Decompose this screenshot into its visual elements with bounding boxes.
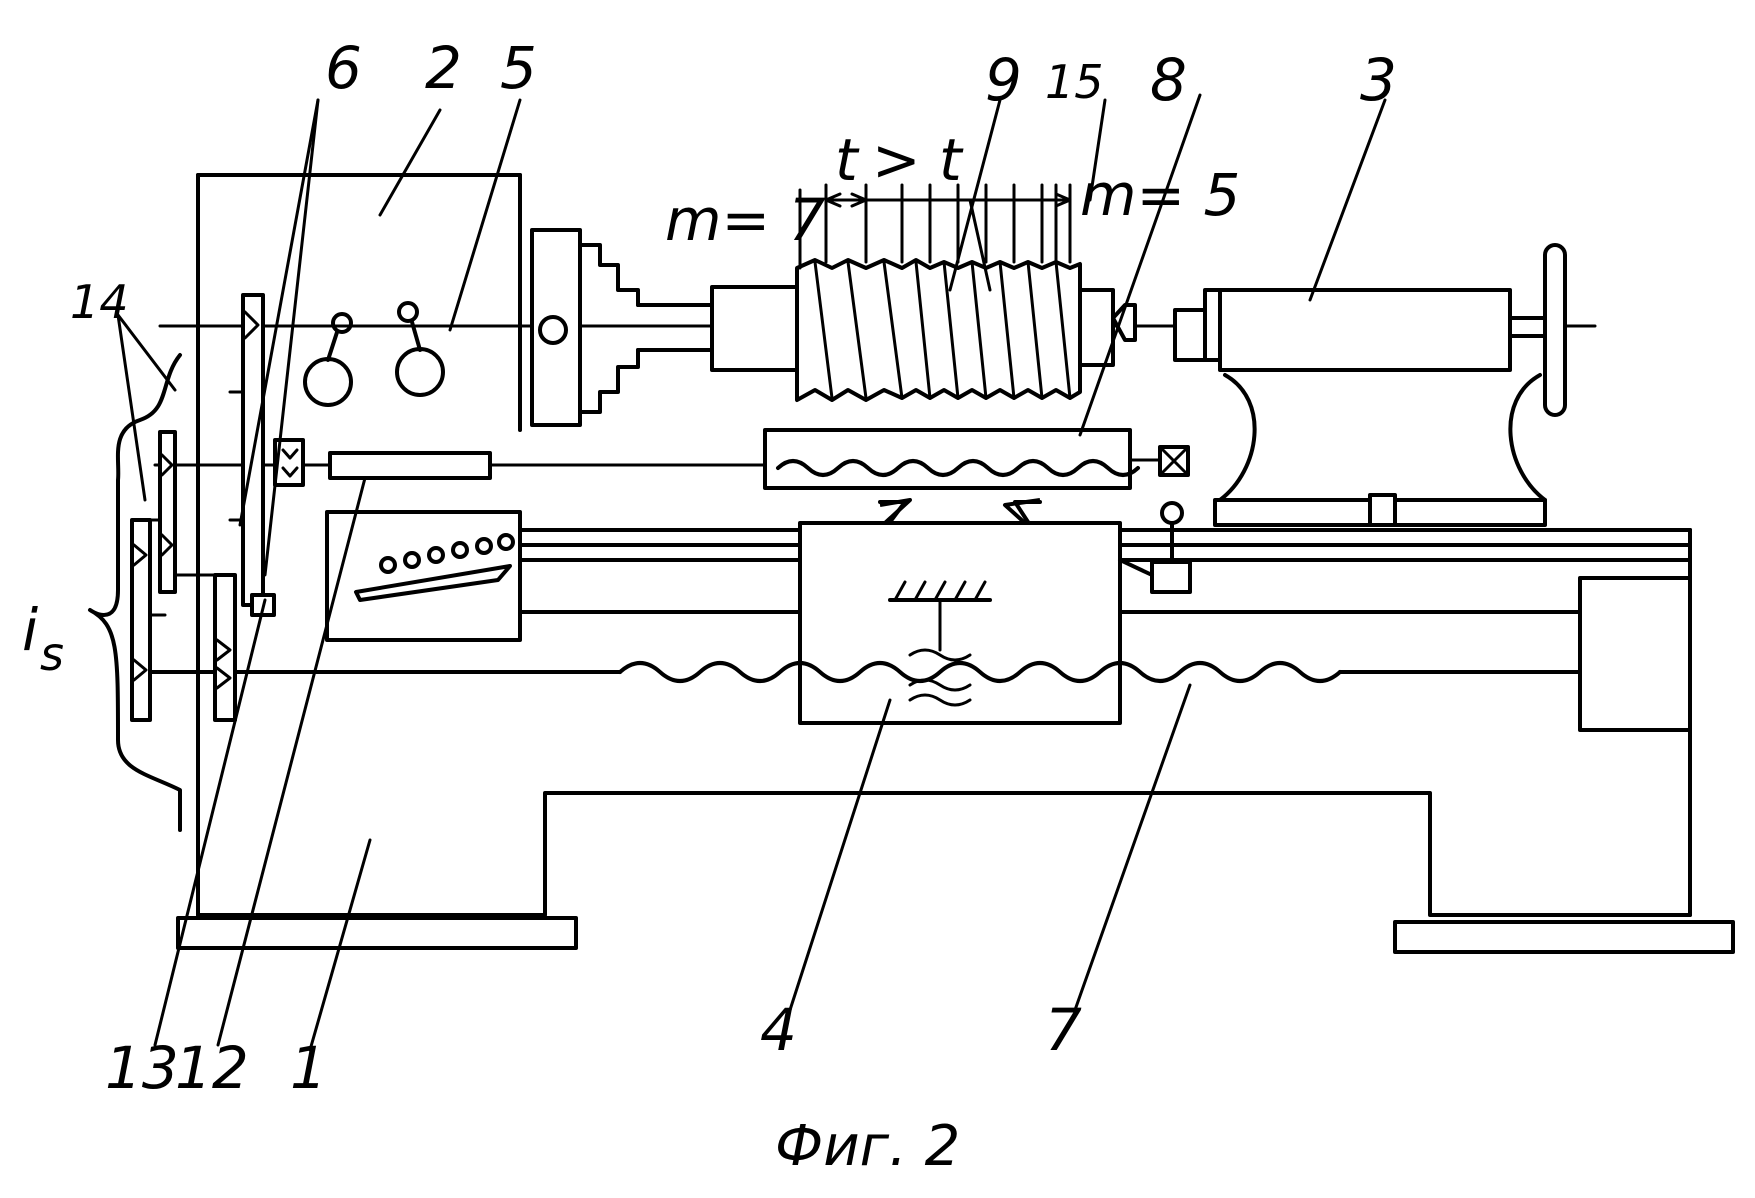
label-7: 7 <box>1045 996 1082 1064</box>
label-4: 4 <box>760 996 797 1064</box>
bed <box>176 173 1735 954</box>
figure-caption: Фиг. 2 <box>775 1114 960 1179</box>
label-9: 9 <box>985 46 1022 114</box>
label-is-s: s <box>40 627 64 681</box>
label-t-left: t <box>835 126 860 194</box>
leader-lines <box>116 93 1387 1052</box>
label-2: 2 <box>425 34 462 102</box>
label-13: 13 <box>105 1034 179 1102</box>
tailstock <box>1111 243 1567 527</box>
workpiece <box>710 183 1115 402</box>
label-is-i: i <box>22 596 38 664</box>
label-t-compare: > t <box>872 126 964 194</box>
label-12: 12 <box>175 1034 249 1102</box>
rails <box>518 528 1692 614</box>
chuck <box>530 228 714 427</box>
label-8: 8 <box>1150 46 1187 114</box>
carriage <box>798 498 1122 725</box>
label-m-right: m= 5 <box>1080 161 1240 229</box>
label-15: 15 <box>1045 55 1104 109</box>
label-5: 5 <box>500 34 537 102</box>
label-14: 14 <box>70 275 129 329</box>
label-1: 1 <box>290 1034 327 1102</box>
label-6: 6 <box>325 34 362 102</box>
rear-support <box>1578 576 1692 732</box>
feed-box <box>325 510 522 642</box>
label-m-left: m= 7 <box>665 186 826 254</box>
gear-ratio-brace <box>88 353 182 832</box>
feed-rod-assembly <box>153 428 1190 490</box>
headstock <box>196 173 522 432</box>
label-3: 3 <box>1360 46 1397 114</box>
gear-train <box>130 293 276 722</box>
labels: 6 2 5 9 15 8 3 14 m= 7 m= 5 t > t i s 13… <box>22 34 1397 1179</box>
carriage-lever <box>1118 501 1192 594</box>
